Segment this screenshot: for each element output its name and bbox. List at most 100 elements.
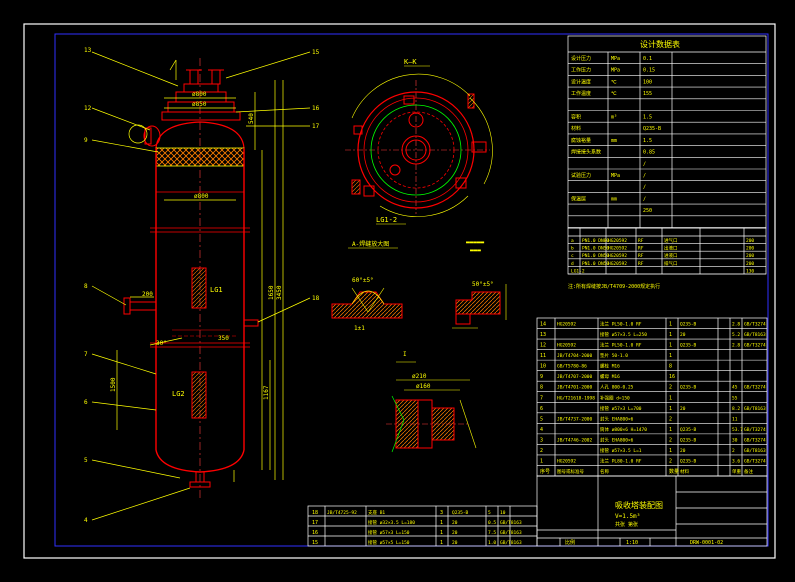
part-no: 8 (540, 385, 543, 391)
level-gauge-lg2 (191, 371, 207, 419)
part-qty: 1 (669, 322, 672, 328)
part-material: 20 (680, 448, 686, 454)
bottom-part-weight: 5 (488, 510, 491, 516)
dimensions (116, 59, 284, 482)
bottom-part-no: 17 (312, 520, 318, 526)
part-weight: 11 (732, 416, 738, 422)
dimension-texts: ø800 ø850 ø800 3450 1650 1167 540 1500 2… (110, 91, 283, 400)
nozzle-face: RF (638, 253, 644, 259)
nozzle-size: 200 (746, 246, 754, 252)
part-remark: GB/T3274 (744, 427, 766, 433)
part-name: 封头 EHA800×6 (600, 415, 634, 422)
part-name: 接管 ø57×3.5 L=1 (600, 447, 642, 454)
part-name: 法兰 PL50-1.0 RF (600, 342, 642, 349)
part-remark: GB/T3274 (744, 343, 766, 349)
level-gauge-lg1 (191, 267, 207, 309)
title-block (536, 475, 768, 547)
bottom-part-qty: 1 (440, 540, 443, 546)
nozzle-face: RF (638, 238, 644, 244)
part-weight: 单重 (732, 468, 741, 475)
lg2-label: LG2 (172, 390, 185, 398)
bottom-part-material: 20 (452, 530, 458, 536)
design-row-unit: MPa (611, 56, 620, 62)
balloons-left (91, 51, 191, 521)
design-row-value: / (643, 173, 646, 179)
bottom-part-no: 18 (312, 510, 318, 516)
design-row-unit: ℃ (611, 91, 617, 97)
dim-shell-dia: ø800 (194, 193, 209, 200)
part-std: JB/T4707-2000 (557, 374, 593, 380)
part-std: GB/T5780-86 (557, 364, 587, 370)
bottom-part-material: 20 (452, 520, 458, 526)
part-remark: GB/T3274 (744, 458, 766, 464)
balloon-12: 12 (84, 105, 92, 112)
part-name: 筒体 ø800×6 H=1470 (600, 426, 647, 433)
balloon-texts-left: 13 12 9 8 7 6 5 4 (84, 47, 92, 524)
dim-210: ø210 (412, 373, 427, 380)
bottom-part-remark: GB/T8163 (500, 520, 522, 526)
detail-b-angle: 50°±5° (472, 281, 494, 288)
part-qty: 数量 (669, 468, 679, 475)
part-weight: 8.2 (732, 406, 740, 412)
part-name: 垫片 50-1.0 (600, 352, 628, 359)
part-std: HG/T21618-1998 (557, 395, 595, 401)
svg-text:▬▬▬: ▬▬▬ (470, 247, 481, 254)
design-row-value: 250 (643, 208, 652, 214)
design-row-value: / (643, 161, 646, 167)
note-text: 注:所有焊缝按JB/T4709-2000规定执行 (568, 283, 660, 290)
nozzle-dn: PN1.0 DN80 (582, 238, 609, 244)
bottom-part-qty: 1 (440, 520, 443, 526)
nozzle-sym: c (571, 254, 574, 259)
part-no: 4 (540, 427, 543, 433)
bottom-part-name: 支座 B1 (368, 509, 385, 516)
dim-top-width: ø800 (192, 91, 207, 98)
part-qty: 8 (669, 364, 672, 370)
part-remark: GB/T8163 (744, 332, 766, 338)
bottom-part-material: Q235-B (452, 510, 469, 516)
nozzle-table (567, 227, 767, 275)
part-std: JB/T4704-2000 (557, 353, 593, 359)
part-name: 法兰 PL80-1.0 RF (600, 457, 642, 464)
bottom-part-qty: 1 (440, 530, 443, 536)
design-row-key: 设计压力 (571, 55, 591, 62)
design-row-value: 100 (643, 79, 652, 85)
part-qty: 1 (669, 448, 672, 454)
design-row-value: 1.5 (643, 138, 652, 144)
part-remark: 备注 (744, 468, 753, 475)
balloon-18: 18 (312, 295, 320, 302)
part-remark: GB/T8163 (744, 448, 766, 454)
dim-flange-width: ø850 (192, 101, 207, 108)
section-kk-title: K—K (404, 58, 417, 66)
balloon-7: 7 (84, 351, 88, 358)
design-row-key: 保温层 (571, 195, 586, 202)
part-remark: GB/T3274 (744, 385, 766, 391)
bottom-part-std: JB/T4725-92 (327, 510, 357, 516)
part-no: 序号 (540, 468, 550, 475)
dim-200: 200 (142, 291, 153, 298)
scale-label: 比例 (565, 539, 575, 546)
balloon-15: 15 (312, 49, 320, 56)
design-row-value: 1.5 (643, 115, 652, 121)
dim-lower-height: 1167 (263, 385, 270, 400)
bottom-part-remark: GB/T8163 (500, 530, 522, 536)
part-weight: 45 (732, 385, 738, 391)
part-no: 9 (540, 374, 543, 380)
design-row-key: 材料 (571, 125, 581, 132)
scale-value: 1:10 (626, 540, 638, 546)
design-row-value: / (643, 185, 646, 191)
balloon-6: 6 (84, 399, 88, 406)
vessel-elevation: LG1 LG2 (123, 58, 259, 500)
part-std: HG20592 (557, 322, 576, 328)
nozzle-use: 排气口 (664, 260, 678, 267)
part-no: 3 (540, 437, 543, 443)
part-no: 6 (540, 406, 543, 412)
design-row-key: 容积 (571, 114, 581, 121)
nozzle-face: RF (638, 246, 644, 252)
nozzle-size: 130 (746, 268, 754, 274)
design-row-unit: MPa (611, 68, 620, 74)
balloon-16: 16 (312, 105, 320, 112)
sheet-info: 共张 第张 (615, 521, 638, 528)
svg-text:▬▬▬▬▬: ▬▬▬▬▬ (466, 239, 484, 246)
